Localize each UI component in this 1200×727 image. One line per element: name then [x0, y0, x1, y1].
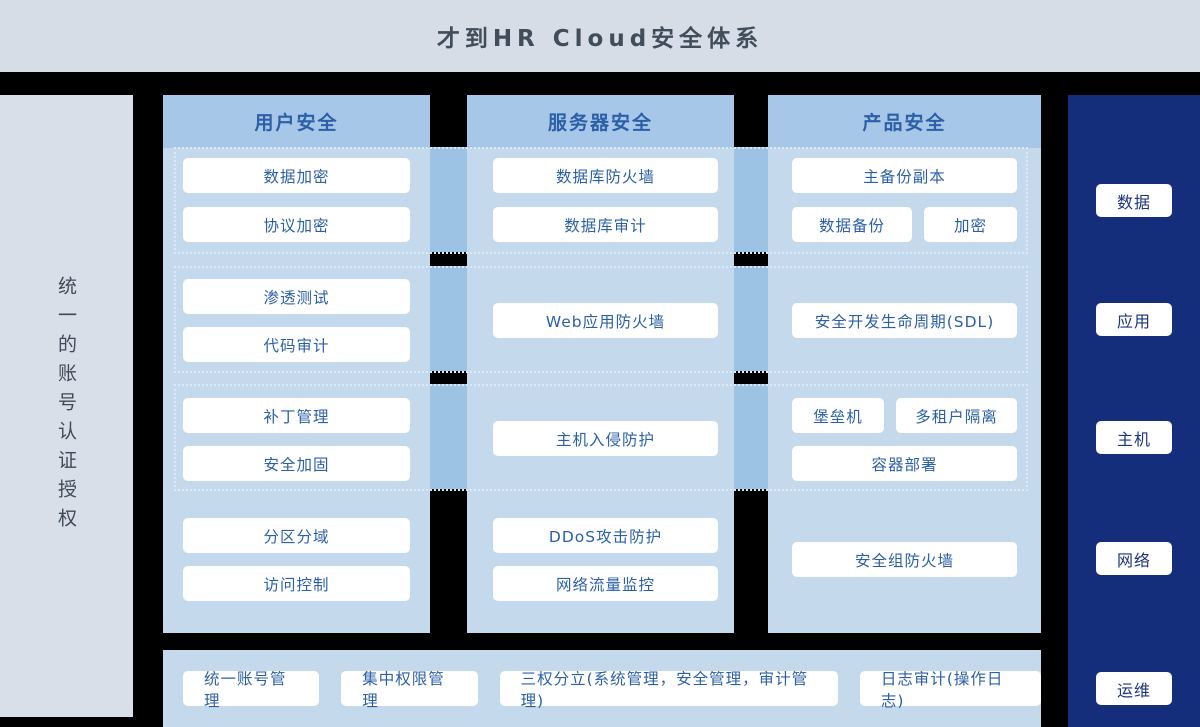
column-bridge: [734, 147, 768, 252]
page-title: 才到HR Cloud安全体系: [436, 26, 764, 52]
governance-item-button: 三权分立(系统管理，安全管理，审计管理): [499, 670, 838, 710]
security-item-button: 主备份副本: [792, 158, 1017, 193]
security-item-button: 数据加密: [183, 158, 410, 193]
page-header: 才到HR Cloud安全体系: [0, 0, 1200, 72]
column-bridge: [734, 266, 768, 371]
column-title: 产品安全: [862, 112, 947, 134]
security-item-button: 安全组防火墙: [792, 542, 1017, 577]
column-product-security: 产品安全 主备份副本 数据备份 加密 安全开发生命周期(SDL) 堡垒机 多租户…: [768, 95, 1041, 633]
security-item-button: DDoS攻击防护: [493, 518, 718, 553]
column-bridge: [430, 384, 467, 489]
column-title: 服务器安全: [547, 112, 653, 134]
security-item-button: 访问控制: [183, 566, 410, 601]
layer-badge-network: 网络: [1096, 542, 1172, 575]
security-item-button: 数据库防火墙: [493, 158, 718, 193]
security-item-button: 渗透测试: [183, 279, 410, 314]
governance-item-button: 统一账号管理: [183, 670, 320, 710]
left-rail-label: 统一的账号认证授权: [55, 275, 77, 537]
column-bridge: [430, 147, 467, 252]
security-item-button: 安全加固: [183, 446, 410, 481]
column-bridge: [734, 384, 768, 489]
bottom-governance-bar: 统一账号管理 集中权限管理 三权分立(系统管理，安全管理，审计管理) 日志审计(…: [163, 650, 1041, 727]
column-title: 用户安全: [254, 112, 339, 134]
security-item-button: 容器部署: [792, 446, 1017, 481]
governance-item-button: 集中权限管理: [341, 670, 478, 710]
layer-badge-app: 应用: [1096, 303, 1172, 336]
column-user-security: 用户安全 数据加密 协议加密 渗透测试 代码审计 补丁管理 安全加固 分区分域 …: [163, 95, 430, 633]
security-item-button: 分区分域: [183, 518, 410, 553]
security-item-button: 网络流量监控: [493, 566, 718, 601]
security-item-button: 加密: [924, 207, 1017, 242]
security-item-button: 堡垒机: [792, 398, 884, 433]
column-server-security: 服务器安全 数据库防火墙 数据库审计 Web应用防火墙 主机入侵防护 DDoS攻…: [467, 95, 734, 633]
governance-item-button: 日志审计(操作日志): [859, 670, 1041, 710]
right-rail-layers: 数据 应用 主机 网络 运维: [1068, 95, 1200, 727]
column-header: 服务器安全: [467, 95, 734, 148]
security-item-button: 数据库审计: [493, 207, 718, 242]
security-item-button: Web应用防火墙: [493, 303, 718, 338]
layer-badge-host: 主机: [1096, 421, 1172, 454]
security-item-button: 补丁管理: [183, 398, 410, 433]
security-item-button: 多租户隔离: [896, 398, 1017, 433]
security-item-button: 数据备份: [792, 207, 912, 242]
security-item-button: 代码审计: [183, 327, 410, 362]
security-item-button: 协议加密: [183, 207, 410, 242]
column-header: 产品安全: [768, 95, 1041, 148]
security-item-button: 安全开发生命周期(SDL): [792, 303, 1017, 338]
left-rail-unified-auth: 统一的账号认证授权: [0, 95, 133, 717]
column-header: 用户安全: [163, 95, 430, 148]
layer-badge-data: 数据: [1096, 184, 1172, 217]
column-bridge: [430, 266, 467, 371]
security-item-button: 主机入侵防护: [493, 421, 718, 456]
layer-badge-ops: 运维: [1096, 672, 1172, 705]
